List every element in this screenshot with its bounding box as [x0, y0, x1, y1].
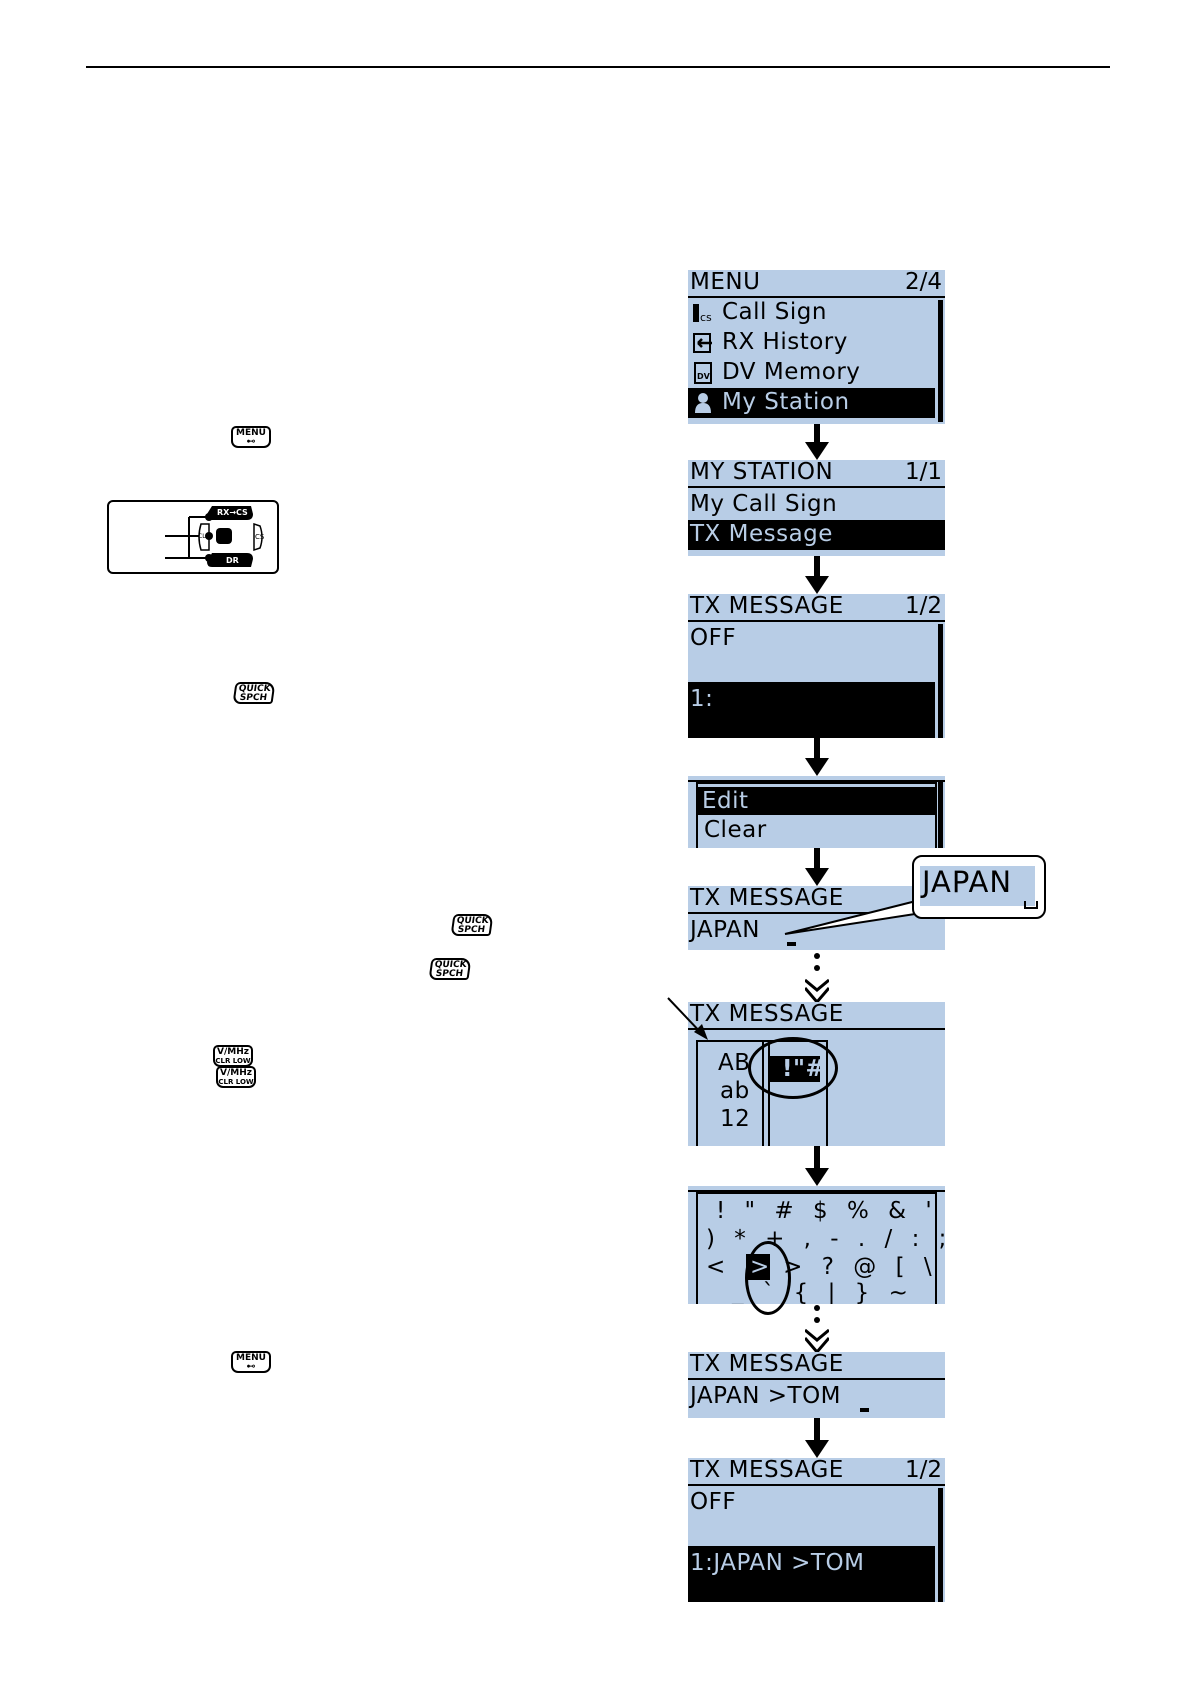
menu-item-call-sign[interactable]: cs Call Sign	[688, 298, 935, 328]
lcd-my-station-screen: MY STATION 1/1 My Call Sign TX Message	[688, 460, 945, 556]
down-arrow-icon	[805, 848, 829, 886]
callout-text: JAPAN	[922, 865, 1013, 899]
rx-cs-key-label: RX→CS	[217, 508, 248, 517]
svg-text:cs: cs	[700, 311, 712, 324]
popup-menu: Edit Clear	[696, 782, 937, 848]
page-indicator: 2/4	[904, 270, 942, 295]
popup-item-clear[interactable]: Clear	[704, 817, 767, 843]
hidden-header	[688, 776, 945, 782]
dv-memory-icon: DV	[694, 362, 712, 384]
clr-key-label: CLR	[198, 533, 210, 540]
lcd-tx-message-screen: TX MESSAGE 1/2 OFF 1:	[688, 594, 945, 738]
scrollbar	[938, 624, 943, 738]
down-arrow-icon	[805, 978, 829, 1002]
tx-message-item-off[interactable]: OFF	[690, 1489, 737, 1515]
dpad-illustration	[165, 506, 263, 567]
symbol-row-3[interactable]: < = > ? @ [ \ ] ^	[706, 1254, 945, 1280]
dpad-diagram: RX→CS DR CLR CS	[107, 500, 279, 574]
message-input[interactable]: JAPAN	[690, 917, 760, 943]
pointer-arrow	[667, 997, 708, 1040]
down-arrow-icon	[805, 424, 829, 460]
symbol-row-2[interactable]: ) * + , - . / : ;	[706, 1226, 945, 1252]
page-indicator: 1/2	[904, 1458, 942, 1483]
cs-key-label: CS	[255, 533, 265, 541]
lcd-edit-screen: TX MESSAGE JAPAN	[688, 886, 945, 950]
menu-item-my-station[interactable]: My Station	[688, 388, 935, 418]
person-icon	[695, 393, 711, 413]
screen-title: TX MESSAGE	[690, 886, 844, 911]
down-arrow-icon	[805, 738, 829, 776]
menu-key-icon: MENU⊷	[231, 426, 271, 448]
text-cursor	[787, 942, 796, 946]
cursor-mark	[1024, 901, 1038, 909]
text-cursor	[860, 1408, 869, 1412]
lcd-menu-screen: MENU 2/4 cs Call Sign RX History DV DV Me…	[688, 270, 945, 424]
scrollbar	[938, 1488, 943, 1602]
down-arrow-icon	[805, 1418, 829, 1458]
mode-lowercase[interactable]: ab	[720, 1078, 750, 1104]
callout-pointer	[784, 897, 929, 935]
symbol-row-1[interactable]: ! " # $ % & ' (	[716, 1198, 945, 1224]
popup-item-edit[interactable]: Edit	[698, 787, 935, 815]
lcd-tx-message-final-screen: TX MESSAGE 1/2 OFF 1:JAPAN >TOM	[688, 1458, 945, 1602]
lcd-edit-popup-screen: Edit Clear	[688, 776, 945, 848]
tx-message-item-off[interactable]: OFF	[690, 625, 737, 651]
dr-key-label: DR	[226, 556, 239, 565]
down-arrow-icon	[805, 556, 829, 594]
down-arrow-icon	[805, 1328, 829, 1352]
highlight-ellipse	[748, 1037, 838, 1099]
page-indicator: 1/2	[904, 594, 942, 619]
page-indicator: 1/1	[904, 460, 942, 485]
continuation-dots-icon	[814, 953, 820, 971]
tx-message-item-1[interactable]: 1:	[688, 682, 935, 738]
screen-title: MY STATION	[690, 460, 834, 485]
highlight-ellipse	[745, 1241, 791, 1315]
scrollbar	[938, 300, 943, 422]
call-sign-icon: cs	[693, 304, 712, 324]
message-input[interactable]: JAPAN >TOM	[690, 1383, 842, 1409]
tx-message-item-1[interactable]: 1:JAPAN >TOM	[688, 1546, 935, 1602]
screen-title: TX MESSAGE	[690, 1002, 844, 1027]
screen-title: TX MESSAGE	[690, 1458, 844, 1483]
menu-item-my-call-sign[interactable]: My Call Sign	[690, 491, 838, 517]
svg-text:DV: DV	[697, 372, 711, 381]
lcd-edit-screen-complete: TX MESSAGE JAPAN >TOM	[688, 1352, 945, 1418]
symbol-grid: ! " # $ % & ' ( ) * + , - . / : ; < = > …	[696, 1192, 945, 1304]
mode-numbers[interactable]: 12	[720, 1106, 751, 1132]
header-rule	[86, 66, 1110, 68]
zoom-callout: JAPAN	[912, 855, 1046, 919]
mode-uppercase[interactable]: AB	[718, 1050, 751, 1076]
down-arrow-icon	[805, 1146, 829, 1186]
continuation-dots-icon	[814, 1305, 820, 1323]
menu-item-dv-memory[interactable]: DV DV Memory	[688, 358, 935, 388]
lcd-symbol-grid-screen: ! " # $ % & ' ( ) * + , - . / : ; < = > …	[688, 1186, 945, 1304]
screen-title: TX MESSAGE	[690, 594, 844, 619]
menu-item-rx-history[interactable]: RX History	[688, 328, 935, 358]
screen-title: TX MESSAGE	[690, 1352, 844, 1377]
rx-history-icon	[693, 333, 712, 353]
scrollbar	[938, 782, 943, 848]
menu-key-icon: MENU⊷	[231, 1351, 271, 1373]
screen-title: MENU	[690, 270, 761, 295]
menu-item-tx-message[interactable]: TX Message	[688, 520, 945, 550]
